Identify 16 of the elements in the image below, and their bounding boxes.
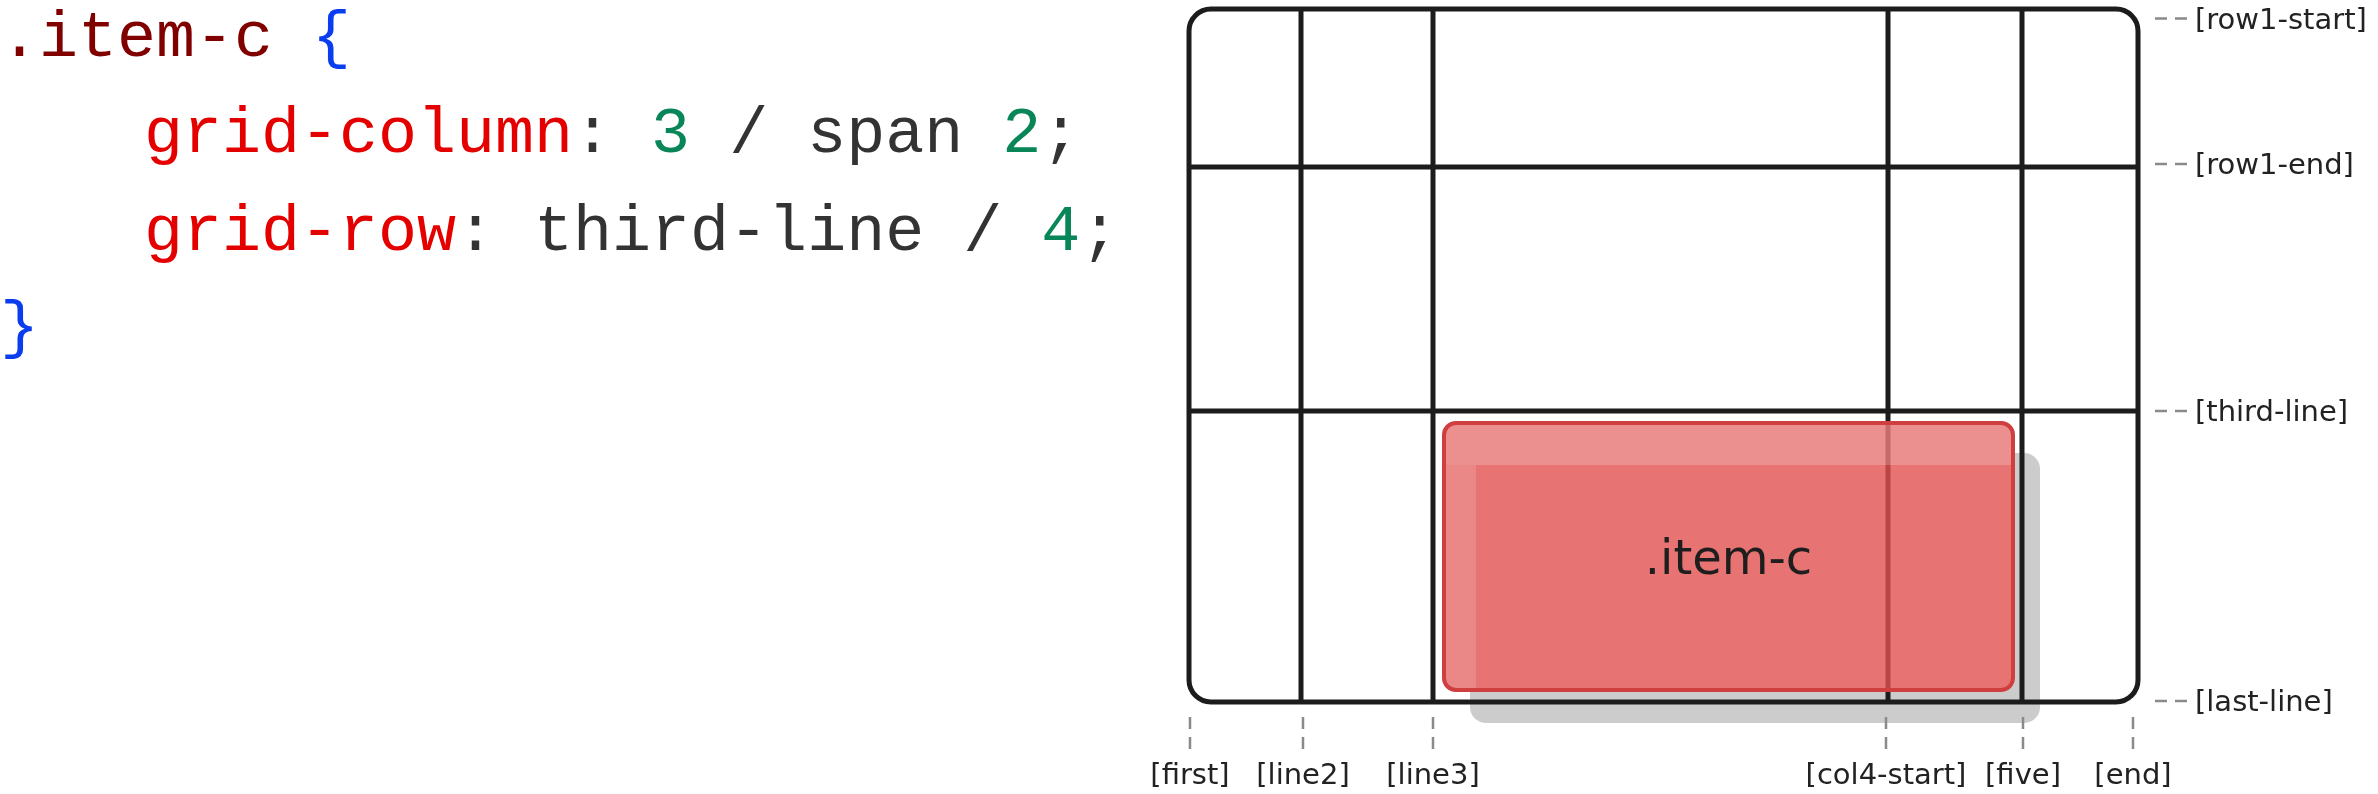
grid-line-name: [first] <box>1150 757 1230 791</box>
grid-line-name: [row1-end] <box>2195 147 2354 181</box>
grid-line-name: [row1-start] <box>2195 1 2367 36</box>
code-line: grid-column: 3 / span 2; <box>144 97 1081 174</box>
grid-line-name: [line3] <box>1386 757 1480 791</box>
grid-line-name: [col4-start] <box>1805 757 1967 791</box>
grid-line-name: [line2] <box>1256 757 1350 791</box>
grid-line-name: [end] <box>2094 757 2172 791</box>
code-line: } <box>0 291 39 368</box>
grid-line-name: [last-line] <box>2195 684 2333 718</box>
grid-line-name: [five] <box>1985 757 2061 791</box>
code-line: grid-row: third-line / 4; <box>144 195 1120 272</box>
grid-line-name: [third-line] <box>2195 394 2349 428</box>
grid-item-box <box>1442 421 2015 692</box>
item-name-text: .item-c <box>1644 528 1813 585</box>
code-line: .item-c { <box>0 1 352 78</box>
